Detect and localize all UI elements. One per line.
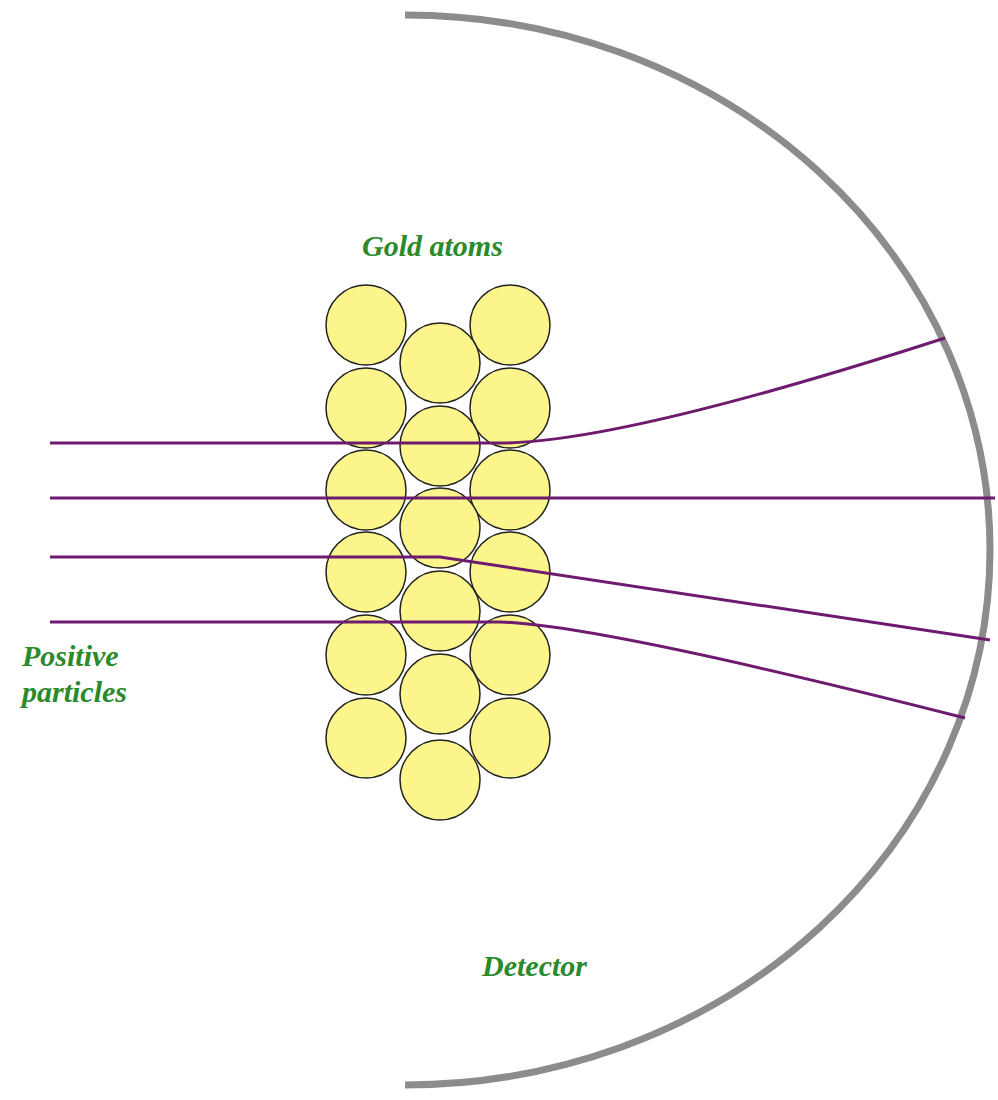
gold-atom	[400, 571, 480, 651]
gold-atom	[470, 615, 550, 695]
foil-label: Gold atoms	[362, 228, 602, 264]
detector-label: Detector	[482, 948, 682, 984]
gold-atom	[470, 698, 550, 778]
gold-atom	[326, 615, 406, 695]
gold-atom	[326, 532, 406, 612]
gold-atom	[400, 323, 480, 403]
particle-path	[50, 497, 995, 500]
gold-atom	[326, 285, 406, 365]
particles-label: Positive particles	[22, 638, 212, 710]
particle-path	[50, 622, 965, 718]
particle-paths	[50, 338, 995, 718]
gold-atom	[400, 406, 480, 486]
gold-atom	[326, 368, 406, 448]
gold-atom	[400, 654, 480, 734]
gold-atom	[326, 450, 406, 530]
detector-screen	[405, 15, 990, 1085]
gold-atom	[470, 450, 550, 530]
gold-atom	[400, 740, 480, 820]
particle-path	[50, 338, 945, 443]
particle-path	[50, 557, 990, 640]
gold-atom	[470, 368, 550, 448]
gold-foil	[326, 285, 550, 820]
gold-atom	[470, 285, 550, 365]
gold-atom	[326, 698, 406, 778]
